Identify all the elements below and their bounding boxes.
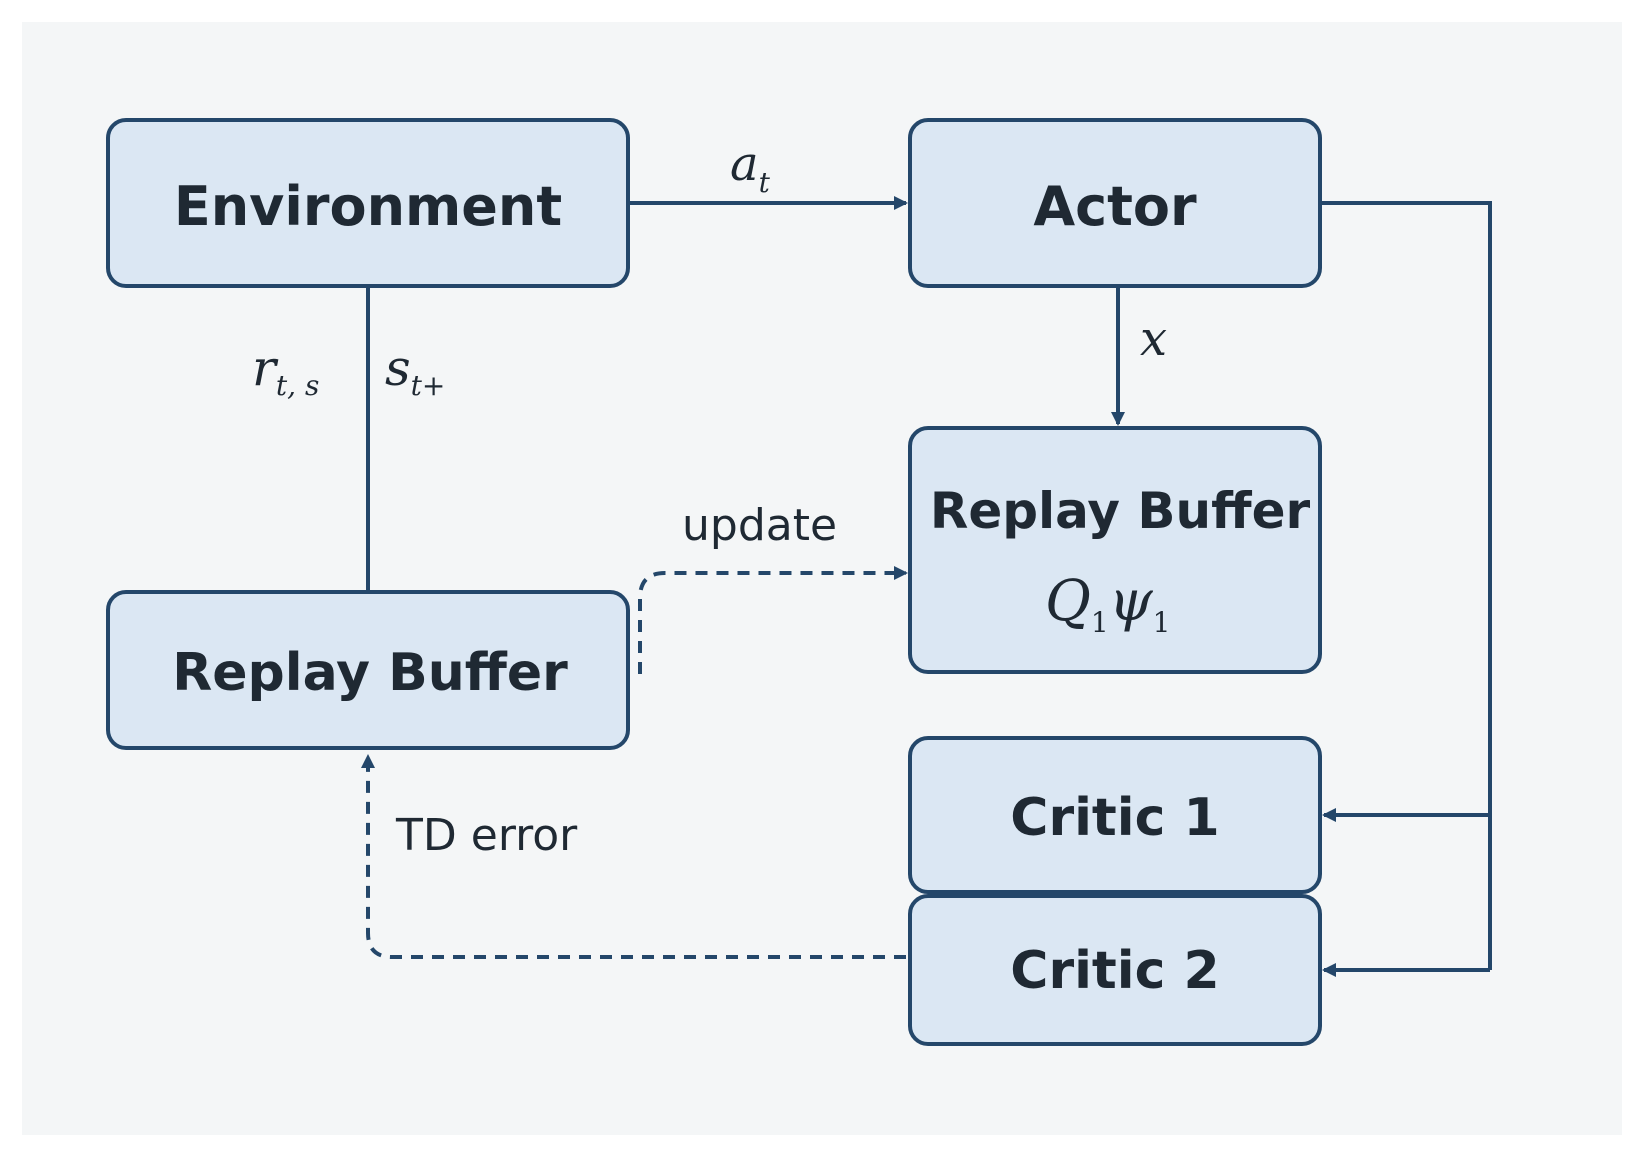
action-label: at	[730, 136, 771, 199]
update-arrow	[638, 566, 908, 674]
reward-label: rt, s	[252, 339, 319, 402]
actor-label: Actor	[1033, 175, 1197, 238]
critic-1-label: Critic 1	[1010, 788, 1219, 848]
critic-2-box	[908, 894, 1322, 1046]
environment-label: Environment	[174, 175, 562, 238]
actor-critics-line	[1320, 201, 1492, 970]
update-label: update	[682, 500, 837, 551]
replay-buffer-right-label: Replay Buffer	[930, 482, 1311, 540]
critic-2-label: Critic 2	[1010, 941, 1219, 1001]
next-state-label: st+	[385, 339, 445, 402]
critic-1-box	[908, 736, 1322, 894]
td-error-label: TD error	[395, 810, 578, 861]
replay-buffer-right-box	[908, 426, 1322, 674]
replay-buffer-left-label: Replay Buffer	[172, 643, 568, 703]
td-error-arrow	[361, 754, 906, 959]
q-psi-symbol: Q1ψ1	[1045, 569, 1171, 639]
actor-output-label: x	[1140, 311, 1167, 367]
